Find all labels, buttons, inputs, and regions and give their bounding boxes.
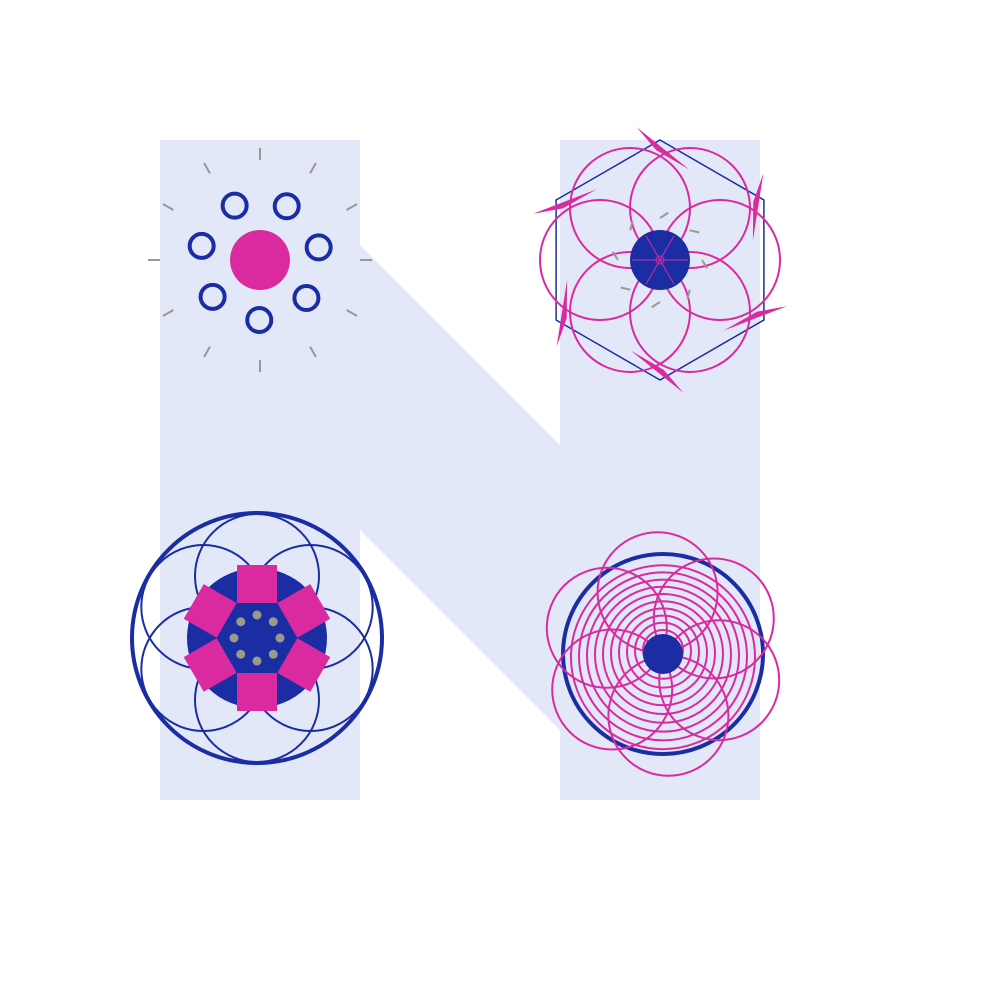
tick-mark	[611, 251, 619, 261]
tick-mark	[686, 289, 691, 300]
outer-hexagon	[555, 139, 765, 381]
spiral-motif	[545, 531, 781, 777]
ring-circle	[198, 282, 227, 311]
rect-petal	[277, 584, 331, 638]
rosette-motif	[130, 511, 384, 765]
tick-mark	[629, 220, 634, 231]
concentric-ring	[610, 600, 716, 707]
concentric-ring	[578, 571, 748, 742]
arrow-blade	[533, 189, 597, 214]
petal-circle	[551, 628, 674, 751]
tick-mark	[701, 259, 709, 269]
ring-circle	[292, 283, 321, 312]
center-disc	[643, 634, 683, 674]
arrow-blade	[556, 279, 568, 347]
center-spoke	[645, 235, 661, 261]
gray-dot	[236, 649, 246, 659]
tick-mark	[309, 162, 317, 174]
rect-petal	[237, 673, 277, 711]
ring-circle	[304, 233, 333, 262]
ring-circle	[272, 192, 301, 221]
petal-circle	[569, 147, 691, 270]
rect-petal	[183, 638, 237, 692]
rect-petal	[237, 565, 277, 603]
gray-dot	[268, 649, 278, 659]
petal-circle	[545, 566, 668, 689]
concentric-ring	[586, 578, 740, 733]
center-hub	[655, 255, 665, 265]
center-spoke	[659, 235, 675, 261]
gray-dot	[275, 633, 285, 643]
arrow-blade	[723, 306, 787, 331]
pinwheel-motif	[533, 127, 787, 393]
arrow-blade	[630, 350, 684, 393]
tick-mark	[162, 203, 174, 211]
center-spoke	[659, 259, 675, 285]
ring-circle	[220, 191, 249, 220]
dot-ring-motif	[148, 148, 372, 372]
tick-mark	[309, 346, 317, 358]
arrow-blade	[636, 127, 690, 170]
ring-circle	[245, 305, 274, 334]
gray-dot	[236, 617, 246, 627]
center-disc	[230, 230, 290, 290]
concentric-ring	[626, 614, 700, 689]
rect-petal	[183, 584, 237, 638]
concentric-ring	[634, 621, 692, 680]
tick-mark	[651, 301, 661, 309]
tick-mark	[203, 346, 211, 358]
tick-mark	[620, 286, 631, 291]
gray-dot	[268, 617, 278, 627]
concentric-ring	[570, 564, 756, 751]
tick-mark	[346, 203, 358, 211]
center-spoke	[645, 259, 661, 285]
concentric-ring	[602, 593, 724, 715]
tick-mark	[659, 211, 669, 219]
petal-circle	[658, 619, 781, 742]
tick-mark	[203, 162, 211, 174]
tick-mark	[689, 229, 700, 234]
petal-circle	[652, 557, 775, 680]
gray-dot	[252, 610, 262, 620]
gray-dot	[229, 633, 239, 643]
ring-circle	[187, 231, 216, 260]
rect-petal	[277, 638, 331, 692]
letter-diagonal	[360, 245, 560, 730]
arrow-blade	[752, 173, 764, 241]
gray-dot	[252, 656, 262, 666]
tick-mark	[162, 309, 174, 317]
tick-mark	[346, 309, 358, 317]
